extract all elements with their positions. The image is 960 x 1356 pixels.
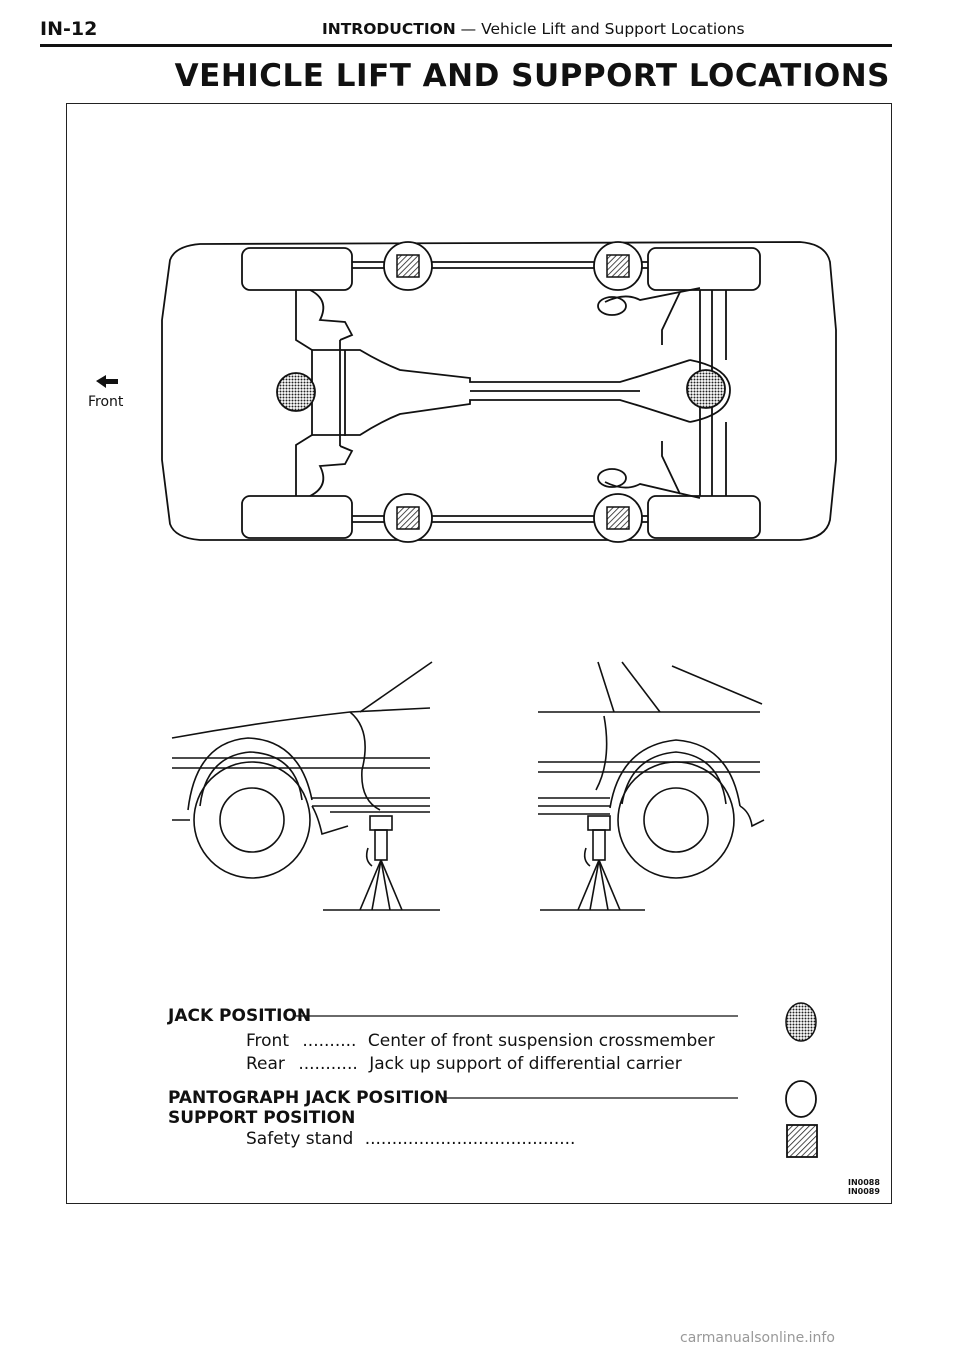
header-rule	[40, 44, 892, 47]
page-number: IN-12	[40, 18, 98, 40]
legend-rear-desc: Jack up support of differential carrier	[369, 1054, 682, 1074]
figure-code: IN0089	[848, 1187, 880, 1196]
figure-code: IN0088	[848, 1178, 880, 1187]
legend-front-dots: ..........	[302, 1031, 357, 1051]
support-position-heading: SUPPORT POSITION	[168, 1108, 356, 1128]
pantograph-marker-rear-right	[593, 493, 643, 543]
section-title: INTRODUCTION — Vehicle Lift and Support …	[322, 20, 745, 38]
figure-frame	[66, 103, 892, 1204]
safety-stand-front	[323, 815, 440, 911]
front-arrow-icon	[96, 375, 118, 388]
front-side-view	[171, 661, 433, 879]
underbody-view	[161, 241, 837, 541]
legend-rear-label: Rear	[246, 1054, 285, 1074]
legend-safety-stand-icon	[786, 1124, 818, 1158]
rear-side-view	[538, 661, 765, 879]
legend-jack-icon	[785, 1002, 817, 1042]
legend-pantograph-icon	[785, 1080, 817, 1118]
front-direction-label: Front	[88, 394, 124, 410]
jack-marker-rear	[686, 369, 726, 409]
legend-front-row: Front .......... Center of front suspens…	[246, 1031, 715, 1051]
pantograph-heading: PANTOGRAPH JACK POSITION	[168, 1088, 449, 1108]
jack-position-heading: JACK POSITION	[168, 1006, 312, 1026]
section-title-bold: INTRODUCTION	[322, 20, 456, 38]
legend-safety-label: Safety stand	[246, 1129, 354, 1149]
legend-safety-row: Safety stand ...........................…	[246, 1129, 575, 1149]
site-watermark: carmanualsonline.info	[680, 1330, 835, 1346]
pantograph-marker-front-left	[383, 241, 433, 291]
legend-front-desc: Center of front suspension crossmember	[367, 1031, 715, 1051]
pantograph-marker-front-right	[383, 493, 433, 543]
jack-marker-front	[276, 372, 316, 412]
pantograph-marker-rear-left	[593, 241, 643, 291]
legend-rear-dots: ...........	[298, 1054, 358, 1074]
figure-codes: IN0088 IN0089	[848, 1178, 880, 1196]
safety-stand-rear	[540, 815, 645, 911]
page-header: IN-12 INTRODUCTION — Vehicle Lift and Su…	[40, 14, 892, 47]
page-title: VEHICLE LIFT AND SUPPORT LOCATIONS	[174, 58, 890, 94]
legend-rear-row: Rear ........... Jack up support of diff…	[246, 1054, 682, 1074]
section-title-rest: — Vehicle Lift and Support Locations	[455, 20, 745, 38]
legend-front-label: Front	[246, 1031, 289, 1051]
legend-safety-dots: .......................................	[364, 1129, 576, 1149]
